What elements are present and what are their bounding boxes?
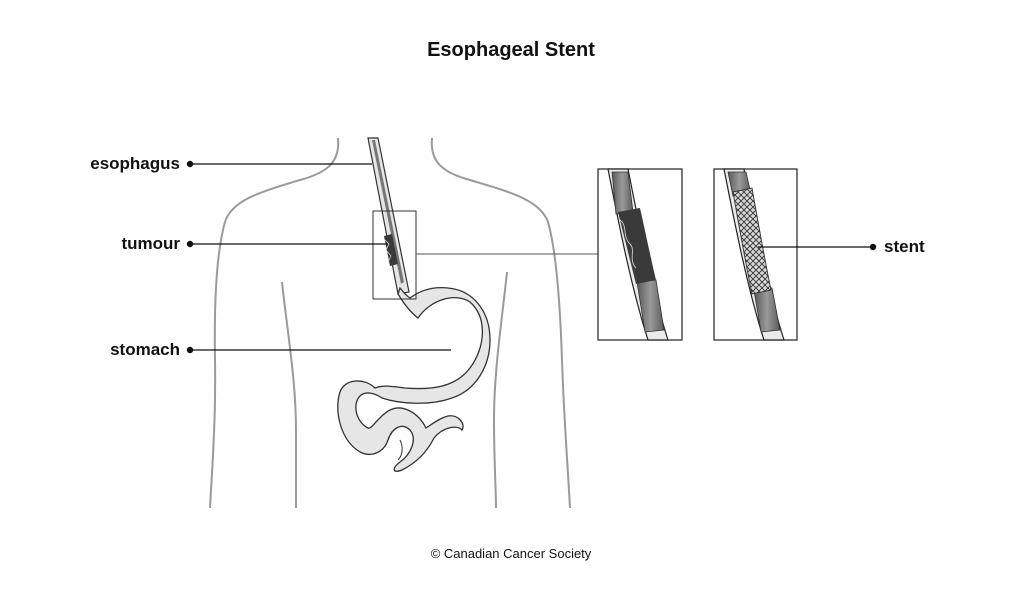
leader-tumour — [186, 240, 387, 248]
copyright-credit: © Canadian Cancer Society — [431, 546, 592, 561]
label-stomach: stomach — [110, 340, 180, 359]
leader-stent — [758, 243, 877, 251]
label-stent: stent — [884, 237, 925, 256]
tumour-highlight-box — [372, 210, 417, 300]
diagram-title: Esophageal Stent — [427, 39, 595, 61]
esophagus-tube — [367, 137, 410, 295]
inset-tumour-closeup — [597, 168, 683, 341]
label-esophagus: esophagus — [90, 154, 180, 173]
inset-stent-closeup — [713, 168, 798, 341]
body-silhouette — [209, 137, 571, 509]
leader-esophagus — [186, 160, 372, 168]
leader-stomach — [186, 346, 451, 354]
tumour-mass — [384, 234, 398, 266]
label-tumour: tumour — [121, 234, 180, 253]
stomach-organ — [337, 286, 491, 472]
